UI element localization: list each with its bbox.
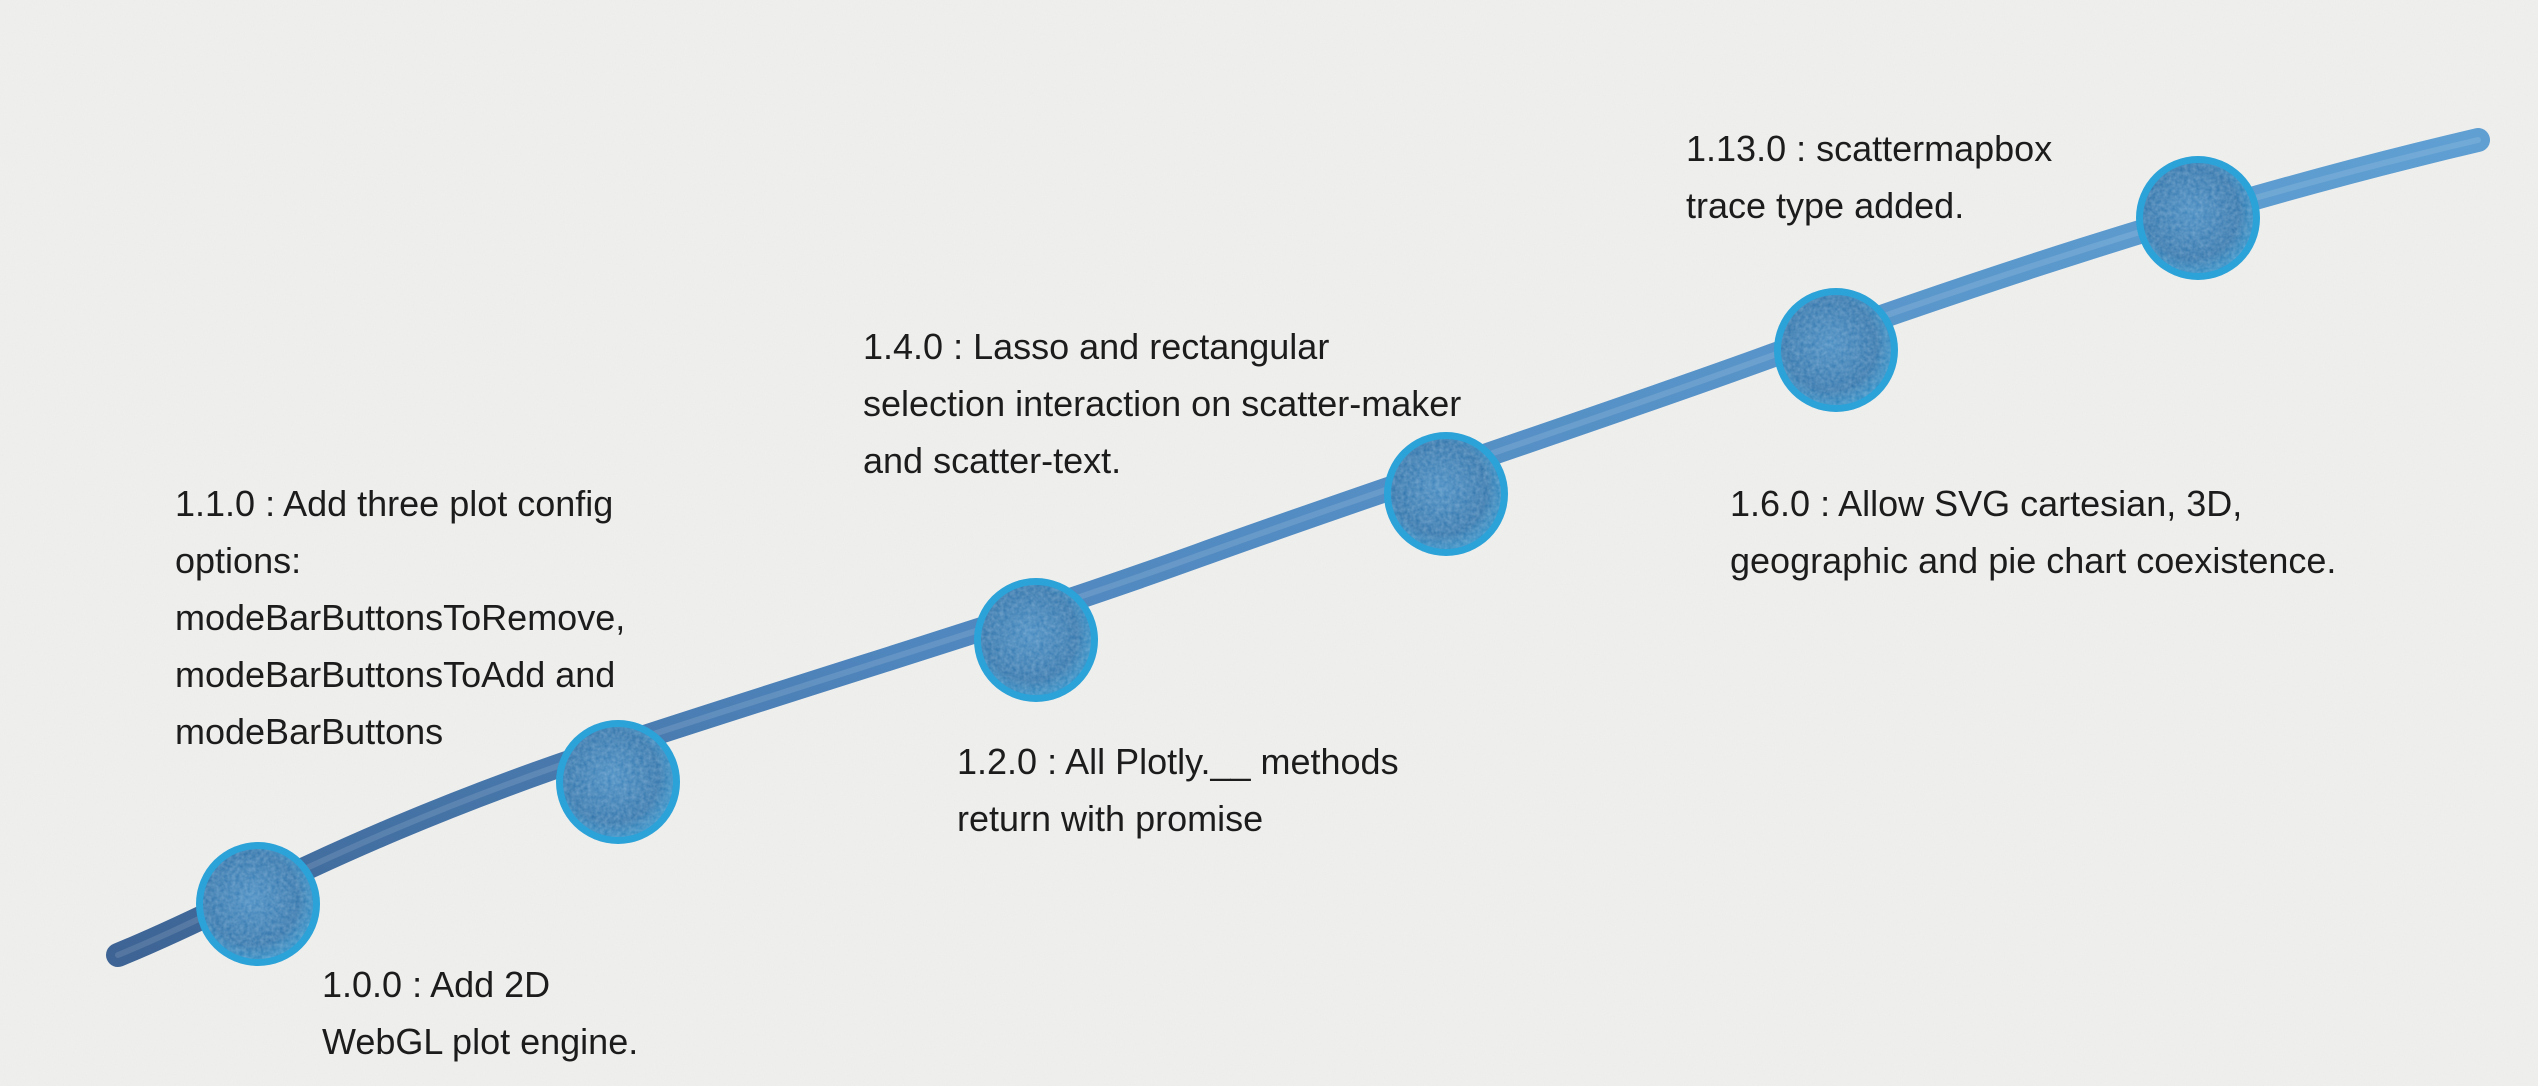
milestone-text-line: 1.1.0 : Add three plot config xyxy=(175,483,614,524)
milestone-text-line: modeBarButtonsToRemove, xyxy=(175,597,626,638)
milestone-text-line: modeBarButtonsToAdd and xyxy=(175,654,616,695)
milestone-text-line: geographic and pie chart coexistence. xyxy=(1730,540,2337,581)
milestone-text-line: selection interaction on scatter-maker xyxy=(863,383,1462,424)
milestone-label-1-2-0: 1.2.0 : All Plotly.__ methods return wit… xyxy=(957,733,1399,847)
node-texture xyxy=(203,849,313,959)
timeline-stroke-edge xyxy=(115,137,2481,958)
node-texture xyxy=(1781,295,1891,405)
milestone-text-line: 1.4.0 : Lasso and rectangular xyxy=(863,326,1330,367)
milestone-label-1-6-0: 1.6.0 : Allow SVG cartesian, 3D, geograp… xyxy=(1730,475,2336,589)
milestone-node-v1-0-0 xyxy=(196,842,320,966)
milestone-label-1-0-0: 1.0.0 : Add 2D WebGL plot engine. xyxy=(322,956,638,1070)
milestone-text-line: 1.0.0 : Add 2D xyxy=(322,964,551,1005)
milestone-text-line: 1.13.0 : scattermapbox xyxy=(1686,128,2053,169)
milestone-node-v1-4-0 xyxy=(1384,432,1508,556)
milestone-text-line: trace type added. xyxy=(1686,185,1965,226)
milestone-label-1-4-0: 1.4.0 : Lasso and rectangular selection … xyxy=(863,318,1461,489)
milestone-node-v1-6-0 xyxy=(1774,288,1898,412)
milestone-text-line: 1.2.0 : All Plotly.__ methods xyxy=(957,741,1399,782)
timeline-stroke xyxy=(106,128,2490,967)
milestone-text-line: options: xyxy=(175,540,302,581)
node-texture xyxy=(563,727,673,837)
milestone-text-line: WebGL plot engine. xyxy=(322,1021,639,1062)
node-texture xyxy=(1391,439,1501,549)
node-texture xyxy=(981,585,1091,695)
milestone-nodes xyxy=(196,156,2260,966)
milestone-node-v1-2-0 xyxy=(974,578,1098,702)
milestone-node-v1-13-0 xyxy=(2136,156,2260,280)
milestone-text-line: 1.6.0 : Allow SVG cartesian, 3D, xyxy=(1730,483,2243,524)
milestone-label-1-13-0: 1.13.0 : scattermapbox trace type added. xyxy=(1686,120,2052,234)
milestone-node-v1-1-0 xyxy=(556,720,680,844)
milestone-label-1-1-0: 1.1.0 : Add three plot config options: m… xyxy=(175,475,625,760)
milestone-text-line: and scatter-text. xyxy=(863,440,1122,481)
milestone-text-line: return with promise xyxy=(957,798,1264,839)
milestone-text-line: modeBarButtons xyxy=(175,711,444,752)
node-texture xyxy=(2143,163,2253,273)
